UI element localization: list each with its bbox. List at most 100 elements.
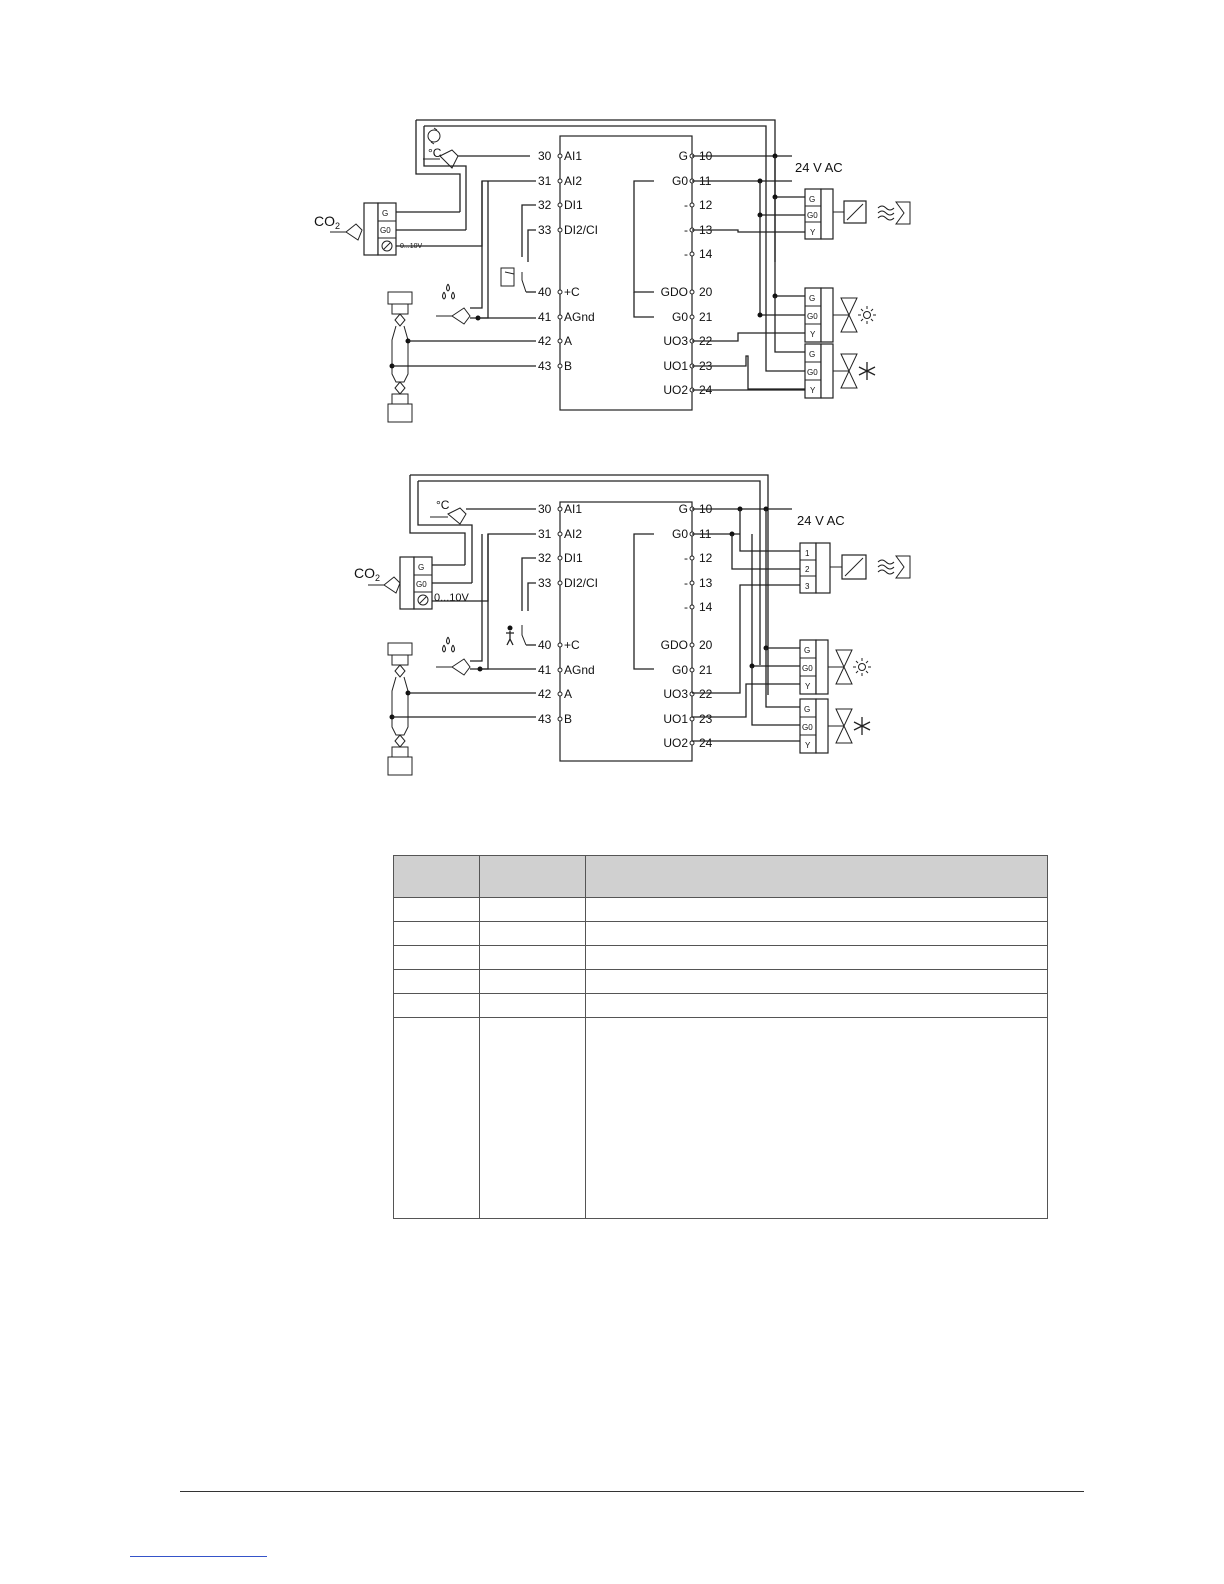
svg-text:G: G xyxy=(804,705,810,714)
svg-text:G: G xyxy=(809,195,815,204)
window-contact-icon xyxy=(500,267,527,293)
svg-text:B: B xyxy=(564,359,572,373)
svg-text:CO2: CO2 xyxy=(354,565,380,583)
svg-text:41: 41 xyxy=(538,310,552,324)
svg-text:AI1: AI1 xyxy=(564,149,582,163)
svg-text:32: 32 xyxy=(538,198,552,212)
table-header-cell xyxy=(393,855,480,898)
svg-text:AI2: AI2 xyxy=(564,527,582,541)
table-cell xyxy=(479,945,586,970)
footer-rule xyxy=(180,1491,1084,1492)
table-row xyxy=(393,993,1048,1018)
terminal-40: 40 +C xyxy=(538,285,580,299)
bus-cable-icon xyxy=(387,642,413,776)
table-cell xyxy=(585,969,1048,994)
svg-text:G: G xyxy=(809,350,815,359)
footer-link-underline[interactable] xyxy=(130,1556,267,1557)
table-cell xyxy=(393,945,480,970)
svg-text:°C: °C xyxy=(436,498,450,512)
droplets-icon xyxy=(442,636,455,653)
supply-label: 24 V AC xyxy=(797,513,845,528)
cooling-valve: G G0 Y xyxy=(799,698,871,754)
table-cell xyxy=(479,921,586,946)
terminal-32: 32 DI1 xyxy=(538,198,583,212)
cooling-valve: G G0 Y xyxy=(804,343,876,399)
co2-sensor: CO2 G G0 0...10V xyxy=(354,556,470,610)
svg-text:40: 40 xyxy=(538,285,552,299)
svg-text:°C: °C xyxy=(428,146,442,160)
svg-text:23: 23 xyxy=(699,712,713,726)
svg-text:GDO: GDO xyxy=(661,638,688,652)
svg-text:14: 14 xyxy=(699,600,713,614)
svg-text:-: - xyxy=(684,223,688,237)
svg-text:G0: G0 xyxy=(416,580,427,589)
humidity-sensor xyxy=(436,283,471,325)
humidity-sensor xyxy=(436,636,471,676)
svg-text:CO2: CO2 xyxy=(314,213,340,231)
svg-text:30: 30 xyxy=(538,502,552,516)
svg-text:G0: G0 xyxy=(672,310,688,324)
droplets-icon xyxy=(442,283,455,300)
table-cell xyxy=(479,897,586,922)
svg-text:G: G xyxy=(804,646,810,655)
svg-text:AGnd: AGnd xyxy=(564,310,595,324)
terminal-22: UO3 22 xyxy=(663,687,712,701)
table-cell xyxy=(393,1017,480,1219)
svg-text:40: 40 xyxy=(538,638,552,652)
svg-text:-: - xyxy=(684,551,688,565)
svg-text:31: 31 xyxy=(538,527,552,541)
svg-text:G: G xyxy=(809,294,815,303)
table-cell xyxy=(479,993,586,1018)
table-cell xyxy=(479,1017,586,1219)
person-icon xyxy=(506,625,527,646)
gauge-icon xyxy=(381,240,393,252)
table-header-cell xyxy=(585,855,1048,898)
svg-text:0...10V: 0...10V xyxy=(434,592,470,604)
table-cell xyxy=(393,993,480,1018)
svg-text:A: A xyxy=(564,334,572,348)
terminal-31: 31 AI2 xyxy=(538,527,582,541)
table-row xyxy=(393,1017,1048,1219)
svg-text:A: A xyxy=(564,687,572,701)
table-cell xyxy=(393,897,480,922)
svg-text:G0: G0 xyxy=(672,174,688,188)
svg-text:G: G xyxy=(679,502,688,516)
snowflake-icon xyxy=(858,362,876,380)
svg-text:31: 31 xyxy=(538,174,552,188)
terminal-40: 40 +C xyxy=(538,638,580,652)
svg-text:UO3: UO3 xyxy=(663,687,688,701)
svg-text:G0: G0 xyxy=(807,368,818,377)
svg-text:13: 13 xyxy=(699,576,713,590)
rotation-arrows-icon xyxy=(427,127,441,145)
table-row xyxy=(393,897,1048,922)
svg-text:+C: +C xyxy=(564,285,580,299)
svg-text:22: 22 xyxy=(699,687,713,701)
svg-text:+C: +C xyxy=(564,638,580,652)
terminal-13: -13 xyxy=(684,576,713,590)
controller-box xyxy=(559,501,693,762)
temperature-sensor: °C xyxy=(423,127,459,169)
svg-text:DI2/CI: DI2/CI xyxy=(564,576,598,590)
heating-valve: G G0 Y xyxy=(799,639,871,695)
heating-valve: G G0 Y xyxy=(804,287,876,343)
table-cell xyxy=(393,969,480,994)
svg-text:B: B xyxy=(564,712,572,726)
svg-text:UO2: UO2 xyxy=(663,383,688,397)
svg-text:DI1: DI1 xyxy=(564,198,583,212)
table-cell xyxy=(585,993,1048,1018)
svg-text:-: - xyxy=(684,247,688,261)
terminal-41: 41 AGnd xyxy=(538,310,595,324)
